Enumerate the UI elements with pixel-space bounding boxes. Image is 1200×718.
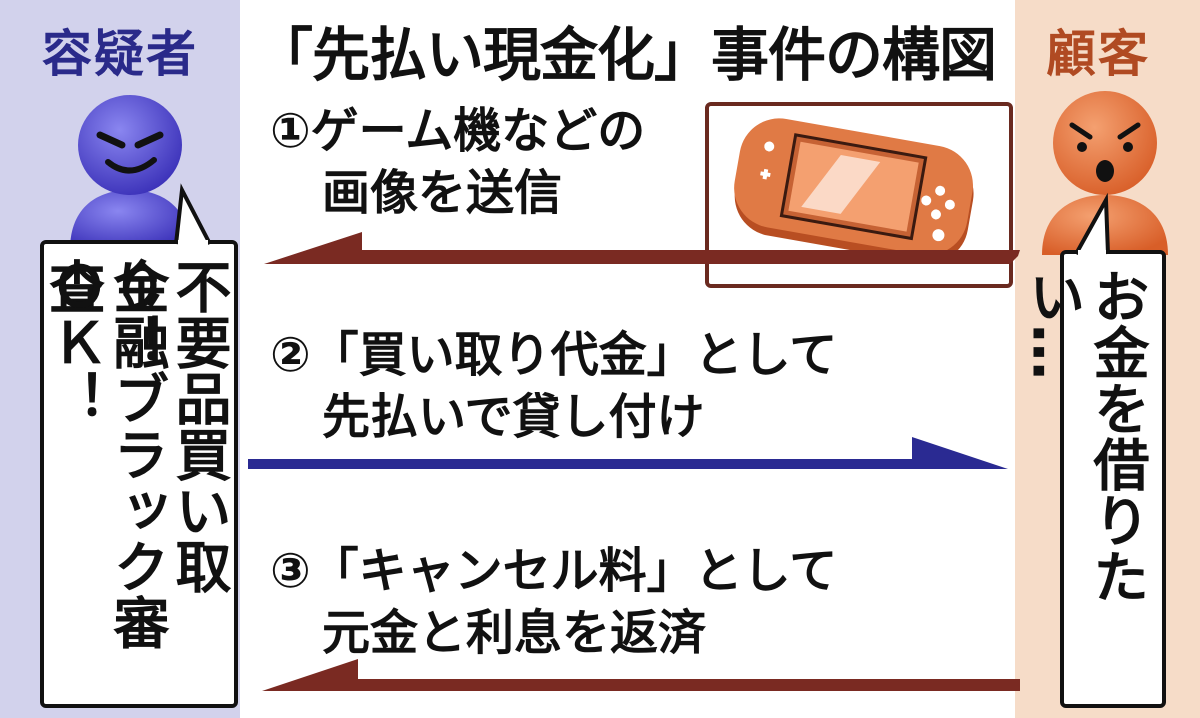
step3-line2: 元金と利息を返済 [270,602,837,664]
customer-speech-bubble: お金を借りたい… [1060,250,1166,708]
step3-text: ③「キャンセル料」として 元金と利息を返済 [270,540,837,664]
customer-label: 顧客 [1046,14,1150,86]
step1-line1: ①ゲーム機などの [270,100,645,162]
step2-line1: ②「買い取り代金」として [270,324,837,386]
arrow-step1 [250,230,1020,280]
step2-line2: 先払いで貸し付け [270,386,837,448]
step2-text: ②「買い取り代金」として 先払いで貸し付け [270,324,837,448]
diagram-title: 「先払い現金化」事件の構図 [255,8,996,92]
step1-text: ①ゲーム機などの 画像を送信 [270,100,645,224]
suspect-speech-bubble: 不要品買い取り！ 金融ブラック審査 ＯＫ！ [40,240,238,708]
suspect-label: 容疑者 [42,14,198,86]
suspect-bubble-tail [170,186,220,246]
suspect-speech-line3: ＯＫ！ [42,258,106,426]
step1-line2: 画像を送信 [270,162,645,224]
step3-line1: ③「キャンセル料」として [270,540,837,602]
customer-speech-text: お金を借りたい… [1019,268,1148,704]
customer-bubble-tail [1068,196,1118,256]
